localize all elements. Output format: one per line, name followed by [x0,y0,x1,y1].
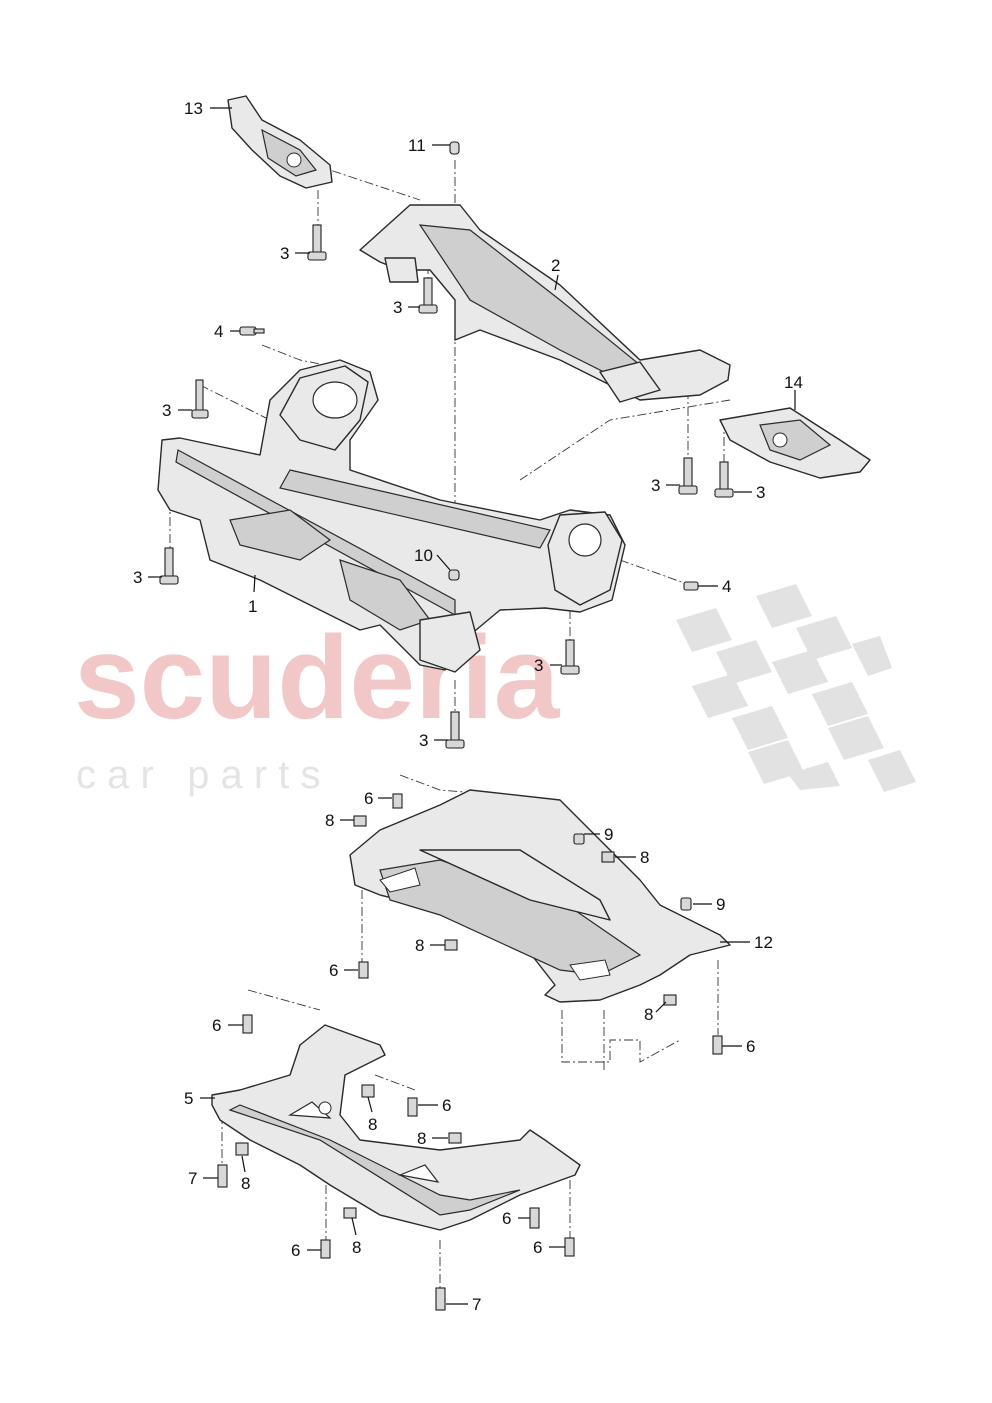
clip-nut-icon[interactable] [343,1207,357,1219]
callout-8: 8 [241,1174,250,1193]
bolt-icon[interactable] [435,1287,446,1311]
callout-7: 7 [188,1169,197,1188]
callout-6: 6 [533,1238,542,1257]
callout-4: 4 [722,577,731,596]
callout-3: 3 [756,483,765,502]
clip-nut-icon[interactable] [353,815,367,827]
bolt-icon[interactable] [564,1237,575,1257]
callout-9: 9 [604,825,613,844]
clip-nut-icon[interactable] [601,851,615,863]
bolt-icon[interactable] [418,277,438,314]
bolt-icon[interactable] [560,639,580,675]
underbody-panel-5[interactable] [211,1024,581,1231]
callout-10: 10 [414,546,433,565]
callout-6: 6 [212,1016,221,1035]
clip-nut-icon[interactable] [235,1142,249,1156]
clip-nut-icon[interactable] [444,939,458,951]
checker-flag-logo [676,584,916,792]
callout-6: 6 [364,789,373,808]
callout-8: 8 [352,1238,361,1257]
callout-3: 3 [419,731,428,750]
callout-8: 8 [640,848,649,867]
bolt-icon[interactable] [358,961,369,979]
callout-7: 7 [472,1295,481,1314]
callout-13: 13 [184,99,203,118]
clip-nut-icon[interactable] [663,994,677,1006]
callout-6: 6 [502,1209,511,1228]
bolt-icon[interactable] [448,569,460,581]
bolt-icon[interactable] [680,897,692,911]
callout-4: 4 [214,322,223,341]
callout-3: 3 [133,568,142,587]
callout-6: 6 [291,1241,300,1260]
leader-lines [148,107,796,1305]
callout-3: 3 [162,401,171,420]
callout-8: 8 [415,936,424,955]
callout-6: 6 [442,1096,451,1115]
callout-8: 8 [368,1115,377,1134]
fasteners [159,141,734,1311]
bolt-icon[interactable] [407,1097,418,1117]
watermark: scuderia c a r p a r t s [74,584,916,797]
bracket-right-14[interactable] [719,407,871,479]
clip-nut-icon[interactable] [448,1132,462,1144]
callout-14: 14 [784,373,803,392]
callout-1: 1 [248,597,257,616]
callout-6: 6 [746,1037,755,1056]
bolt-icon[interactable] [573,833,585,845]
bolt-icon[interactable] [159,547,179,585]
callout-8: 8 [644,1005,653,1024]
watermark-brand: scuderia [74,612,561,744]
front-subframe-1[interactable] [157,359,626,673]
callout-2: 2 [551,256,560,275]
callout-3: 3 [393,298,402,317]
bracket-left-13[interactable] [227,95,333,189]
bolt-icon[interactable] [242,1014,253,1034]
bolt-icon[interactable] [320,1239,331,1259]
bolt-icon[interactable] [307,224,327,261]
callouts: 13 11 2 3 3 4 3 14 3 3 3 10 4 1 3 3 6 8 … [133,99,803,1314]
rear-crossmember-2[interactable] [359,204,731,403]
callout-12: 12 [754,933,773,952]
bolt-icon[interactable] [678,457,698,495]
callout-3: 3 [651,476,660,495]
bolt-icon[interactable] [449,141,460,155]
callout-11: 11 [408,136,426,155]
bolt-icon[interactable] [392,793,403,809]
bolt-icon[interactable] [529,1207,540,1229]
callout-3: 3 [280,244,289,263]
bolt-icon[interactable] [217,1164,228,1188]
callout-5: 5 [184,1089,193,1108]
callout-8: 8 [325,811,334,830]
bolt-icon[interactable] [712,1035,723,1055]
bolt-icon[interactable] [714,461,734,498]
shear-panel-12[interactable] [349,789,731,1003]
callout-3: 3 [534,656,543,675]
callout-6: 6 [329,961,338,980]
bolt-icon[interactable] [445,711,465,749]
watermark-tagline: c a r p a r t s [76,753,321,797]
callout-9: 9 [716,895,725,914]
clip-nut-icon[interactable] [361,1084,375,1098]
bolt-icon[interactable] [239,326,265,336]
callout-8: 8 [417,1129,426,1148]
bolt-icon[interactable] [191,379,209,419]
bolt-icon[interactable] [683,581,699,591]
